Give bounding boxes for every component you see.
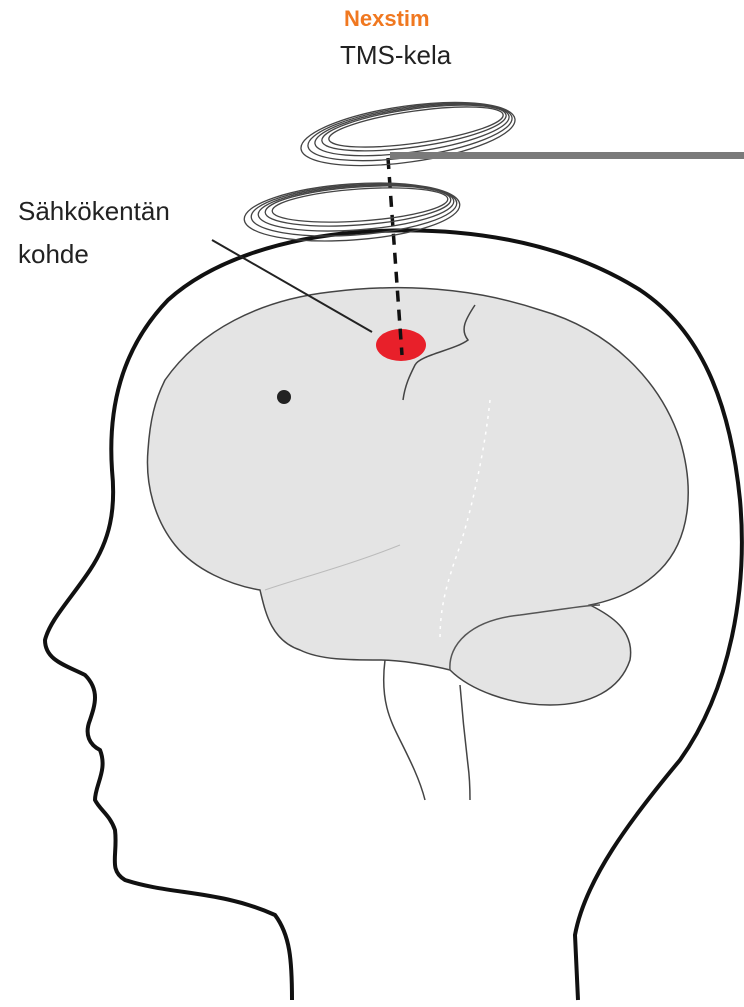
tms-coil-icon: [242, 91, 519, 247]
brand-label: Nexstim: [344, 6, 430, 32]
marker-dot: [277, 390, 291, 404]
coil-handle: [390, 152, 744, 159]
brainstem-left: [384, 660, 425, 800]
brainstem-right: [460, 685, 470, 800]
target-label: Sähkökentän kohde: [18, 190, 170, 276]
target-label-line1: Sähkökentän: [18, 190, 170, 233]
coil-label: TMS-kela: [340, 40, 451, 71]
target-label-line2: kohde: [18, 233, 170, 276]
